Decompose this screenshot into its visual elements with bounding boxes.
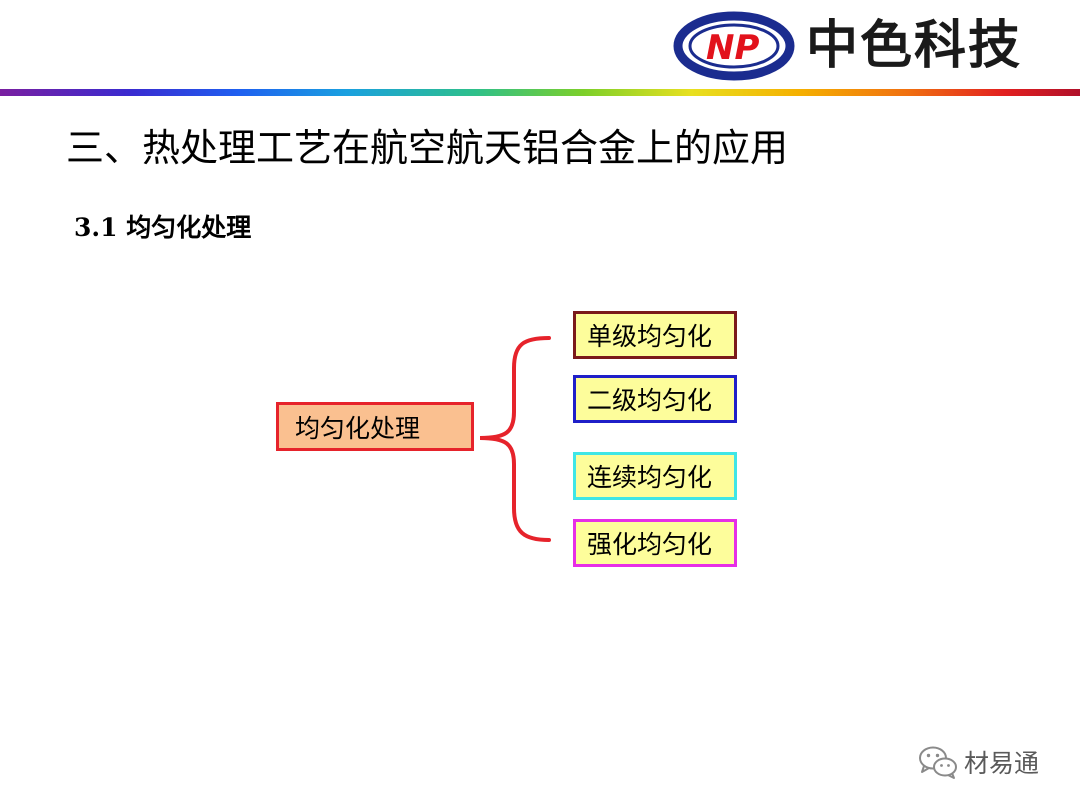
logo-mark-text: NP xyxy=(706,28,759,68)
branch-label: 强化均匀化 xyxy=(587,530,713,559)
diagram-branch-two-stage: 二级均匀化 xyxy=(573,375,737,423)
np-logo-mark: NP xyxy=(673,11,795,81)
branch-label: 连续均匀化 xyxy=(587,463,713,492)
diagram-branch-enhanced: 强化均匀化 xyxy=(573,519,737,567)
diagram-branch-single: 单级均匀化 xyxy=(573,311,737,359)
slide-title: 三、热处理工艺在航空航天铝合金上的应用 xyxy=(66,126,789,170)
company-logo: NP 中色科技 xyxy=(672,8,1072,86)
wechat-icon xyxy=(919,746,957,779)
branch-label: 单级均匀化 xyxy=(587,322,713,351)
diagram-root-label: 均匀化处理 xyxy=(295,413,421,443)
brace-line xyxy=(479,336,551,542)
diagram-branch-continuous: 连续均匀化 xyxy=(573,452,737,500)
watermark-text: 材易通 xyxy=(964,749,1040,778)
header-divider xyxy=(0,89,1080,96)
diagram-root-box: 均匀化处理 xyxy=(276,402,474,451)
brand-name: 中色科技 xyxy=(806,16,1023,76)
watermark: 材易通 xyxy=(918,742,1039,782)
diagram-brace xyxy=(479,336,551,542)
section-heading: 3.1 均匀化处理 xyxy=(74,213,252,242)
branch-label: 二级均匀化 xyxy=(587,386,713,415)
